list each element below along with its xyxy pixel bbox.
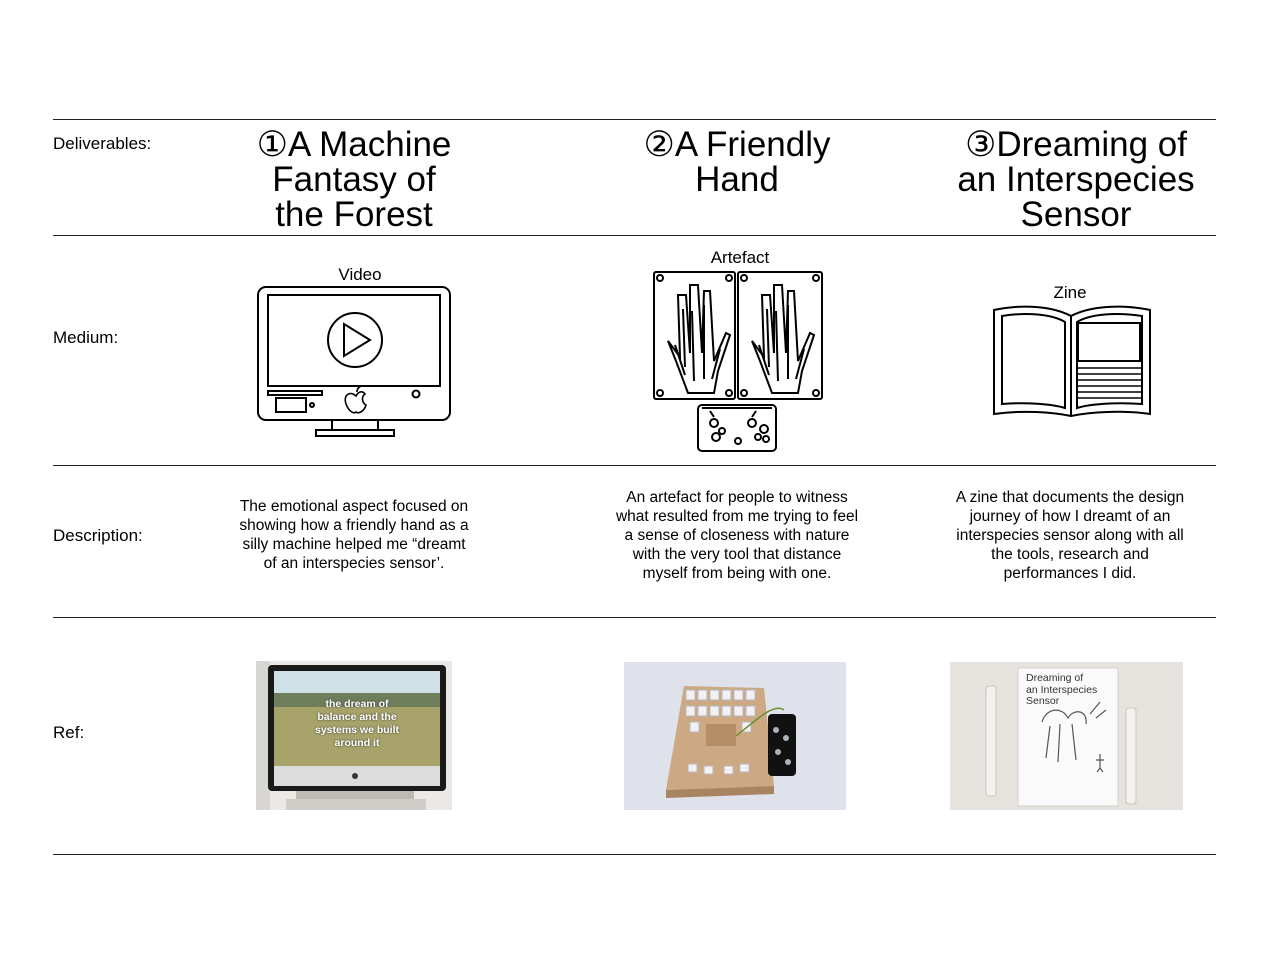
desc-1-line-2: showing how a friendly hand as a bbox=[239, 517, 469, 534]
title-1-line-3: the Forest bbox=[275, 195, 433, 234]
cover-line-3: Sensor bbox=[1026, 695, 1060, 707]
rule-top bbox=[53, 119, 1216, 120]
medium-label-zine: Zine bbox=[1053, 283, 1087, 302]
title-1-line-2: Fantasy of bbox=[272, 160, 436, 199]
cover-line-1: Dreaming of bbox=[1026, 672, 1084, 684]
rule-bottom bbox=[53, 854, 1216, 855]
rule-after-medium bbox=[53, 465, 1216, 466]
ref-photo-artefact bbox=[624, 662, 846, 810]
row-label-description: Description: bbox=[53, 526, 143, 545]
desc-3-line-2: journey of how I dreamt of an bbox=[969, 508, 1171, 525]
desc-3-line-5: performances I did. bbox=[1003, 565, 1137, 582]
desc-2-line-2: what resulted from me trying to feel bbox=[615, 508, 859, 525]
open-book-icon bbox=[993, 305, 1151, 418]
title-2-line-1: ②A Friendly bbox=[643, 125, 831, 164]
medium-label-video: Video bbox=[338, 265, 382, 284]
title-1-line-1: ①A Machine bbox=[256, 125, 452, 164]
desc-3-line-3: interspecies sensor along with all bbox=[956, 527, 1184, 544]
cover-line-2: an Interspecies bbox=[1026, 683, 1098, 696]
deliverable-title-1: ①A Machine Fantasy of the Forest bbox=[214, 127, 494, 232]
overlay-line-2: balance and the bbox=[317, 711, 397, 723]
rule-after-description bbox=[53, 617, 1216, 618]
deliverable-title-3: ③Dreaming of an Interspecies Sensor bbox=[926, 127, 1226, 232]
deliverable-title-2: ②A Friendly Hand bbox=[597, 127, 877, 197]
desc-1-line-3: silly machine helped me “dreamt bbox=[242, 536, 466, 553]
overlay-line-3: systems we built bbox=[314, 724, 400, 736]
description-3: A zine that documents the design journey… bbox=[920, 488, 1220, 583]
desc-1-line-1: The emotional aspect focused on bbox=[239, 498, 469, 515]
rule-after-deliverables bbox=[53, 235, 1216, 236]
row-label-ref: Ref: bbox=[53, 723, 85, 742]
desc-3-line-4: the tools, research and bbox=[991, 546, 1149, 563]
title-3-line-3: Sensor bbox=[1020, 195, 1132, 234]
desc-2-line-4: with the very tool that distance bbox=[632, 546, 842, 563]
row-label-medium: Medium: bbox=[53, 328, 119, 347]
desc-1-line-4: of an interspecies sensor’. bbox=[263, 555, 445, 572]
ref-photo-zine: Dreaming of an Interspecies Sensor bbox=[950, 662, 1183, 810]
overlay-line-4: around it bbox=[334, 737, 380, 749]
overlay-line-1: the dream of bbox=[325, 698, 389, 710]
ref-photo-video: the dream of balance and the systems we … bbox=[256, 661, 452, 810]
desc-3-line-1: A zine that documents the design bbox=[955, 489, 1185, 506]
medium-label-artefact: Artefact bbox=[710, 248, 770, 267]
title-2-line-2: Hand bbox=[695, 160, 779, 199]
hand-artefact-icon bbox=[653, 271, 823, 452]
title-3-line-2: an Interspecies bbox=[957, 160, 1195, 199]
row-label-deliverables: Deliverables: bbox=[53, 134, 152, 153]
desc-2-line-3: a sense of closeness with nature bbox=[624, 527, 850, 544]
ref-zine-cover-title: Dreaming of an Interspecies Sensor bbox=[1026, 672, 1114, 708]
description-2: An artefact for people to witness what r… bbox=[582, 488, 892, 583]
computer-monitor-play-icon bbox=[257, 286, 451, 437]
desc-2-line-1: An artefact for people to witness bbox=[626, 489, 848, 506]
description-1: The emotional aspect focused on showing … bbox=[204, 497, 504, 573]
title-3-line-1: ③Dreaming of bbox=[964, 125, 1187, 164]
ref-video-overlay-text: the dream of balance and the systems we … bbox=[280, 698, 434, 750]
desc-2-line-5: myself from being with one. bbox=[642, 565, 832, 582]
